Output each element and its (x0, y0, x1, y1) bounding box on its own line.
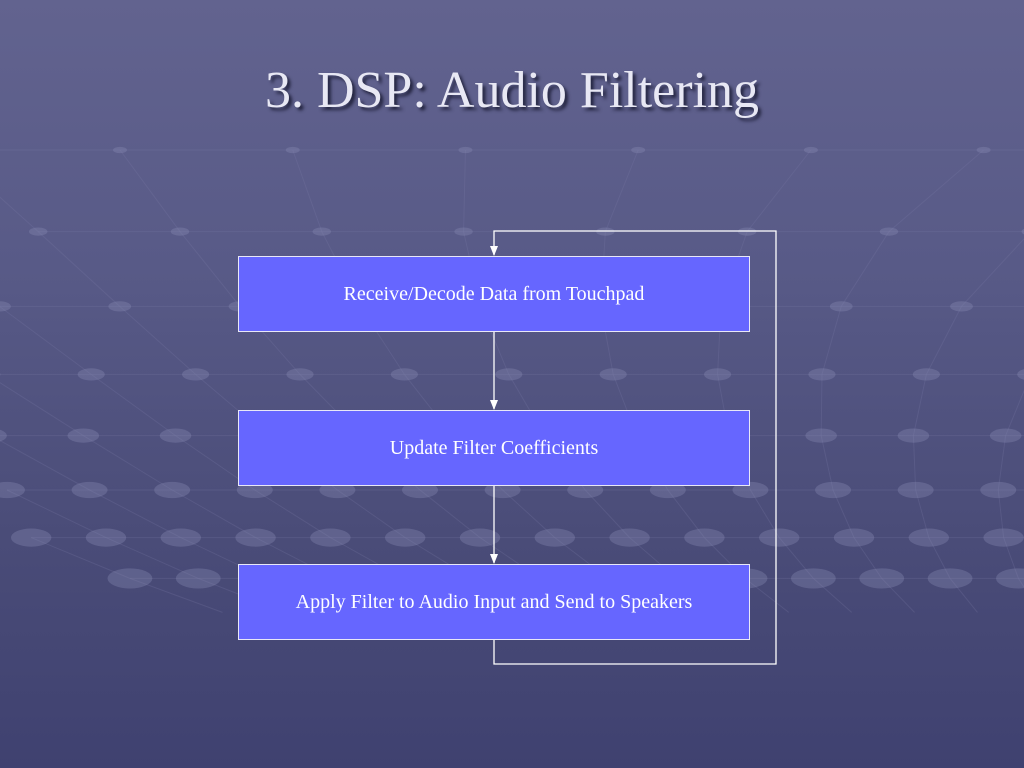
loop-back-arrow (490, 230, 777, 665)
slide-title: 3. DSP: Audio Filtering (264, 62, 760, 119)
step-receive-decode: Receive/Decode Data from Touchpad (238, 256, 750, 332)
step-label: Apply Filter to Audio Input and Send to … (295, 590, 693, 613)
step-apply-filter: Apply Filter to Audio Input and Send to … (238, 564, 750, 640)
step-label: Update Filter Coefficients (389, 436, 599, 459)
step-label: Receive/Decode Data from Touchpad (343, 282, 645, 305)
step-update-coefficients: Update Filter Coefficients (238, 410, 750, 486)
